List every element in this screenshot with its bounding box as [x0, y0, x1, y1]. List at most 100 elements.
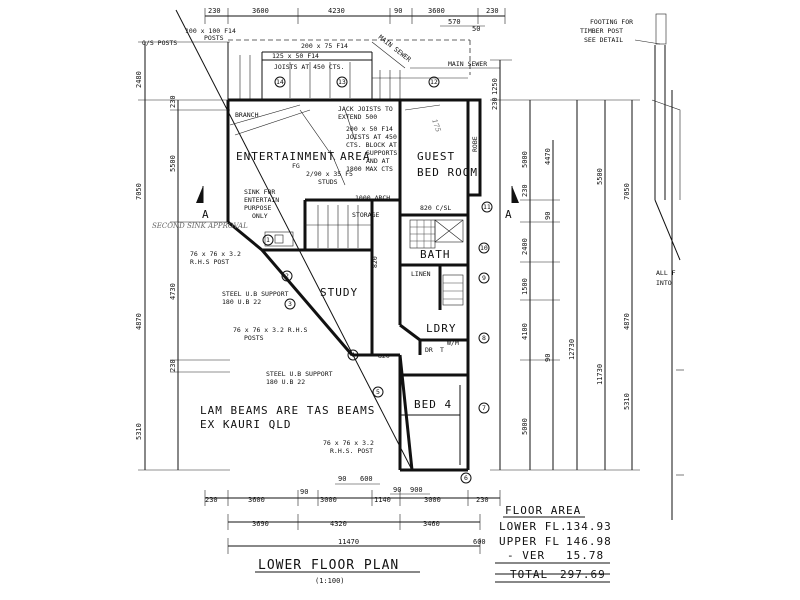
- bath-tiles: [409, 219, 464, 306]
- title-block: LOWER FLOOR PLAN (1:100): [255, 558, 420, 585]
- right-dim-4470: 4470: [544, 148, 552, 165]
- note-steel-2b: 180 U.B 22: [266, 378, 305, 386]
- note-block-6: 1800 MAX CTS: [346, 165, 393, 173]
- section-a-left: A: [202, 208, 210, 221]
- note-kauri: EX KAURI QLD: [200, 418, 291, 431]
- right-dim-230a: 230: [491, 97, 499, 110]
- note-door-820b: 820: [378, 352, 390, 360]
- right-dim-5310: 5310: [623, 393, 631, 410]
- note-block-3: CTS. BLOCK AT: [346, 141, 397, 149]
- floor-area-table: FLOOR AREA LOWER FL. 134.93 UPPER FL 146…: [495, 504, 612, 583]
- top-dim-1: 230: [208, 7, 221, 15]
- bottom-dim-230a: 230: [205, 496, 218, 504]
- floor-area-ver-value: 15.78: [566, 549, 604, 562]
- post-1: 1: [266, 236, 270, 244]
- floor-area-lower-value: 134.93: [566, 520, 612, 533]
- note-into: INTO: [656, 279, 672, 287]
- note-block-2: JOISTS AT 450: [346, 133, 397, 141]
- room-ldry: LDRY: [426, 322, 457, 335]
- post-13: 13: [338, 78, 346, 86]
- note-all-f: ALL F: [656, 269, 676, 277]
- note-steel-2a: STEEL U.B SUPPORT: [266, 370, 333, 378]
- deck-structure: 200 x 75 F14 125 x 50 F14 JOISTS AT 450 …: [142, 27, 500, 100]
- room-linen: LINEN: [411, 270, 431, 278]
- note-joist-125x50: 125 x 50 F14: [272, 52, 319, 60]
- bottom-small-600: 600: [360, 475, 373, 483]
- top-dim-5: 3600: [428, 7, 445, 15]
- note-footing-2: TIMBER POST: [580, 27, 623, 35]
- note-door-820: 820: [371, 256, 379, 268]
- left-dim-5500: 5500: [169, 155, 177, 172]
- note-block-5: AND AT: [366, 157, 390, 165]
- top-dim-4: 90: [394, 7, 402, 15]
- right-dim-1250: 1250: [491, 78, 499, 95]
- bottom-dim-3600: 3600: [248, 496, 265, 504]
- room-robe: ROBE: [471, 136, 479, 152]
- room-guest: GUEST: [417, 150, 455, 163]
- right-dim-4870: 4870: [623, 313, 631, 330]
- post-10: 10: [480, 244, 488, 252]
- post-14: 14: [276, 78, 284, 86]
- side-dim-600: 600: [473, 538, 486, 546]
- bottom-dim-230b: 230: [476, 496, 489, 504]
- top-dimension-chain: 230 3600 4230 90 3600 230 570 50: [204, 7, 506, 33]
- right-dim-90b: 90: [544, 354, 552, 362]
- note-steel-1a: STEEL U.B SUPPORT: [222, 290, 289, 298]
- right-dim-1500: 1500: [521, 278, 529, 295]
- right-dim-2400: 2400: [521, 238, 529, 255]
- floor-area-upper-value: 146.98: [566, 535, 612, 548]
- floor-area-lower-label: LOWER FL.: [499, 520, 568, 533]
- stairs: [305, 205, 372, 248]
- top-dim-50: 50: [472, 25, 480, 33]
- right-dim-11730: 11730: [596, 364, 604, 385]
- note-footing-1: FOOTING FOR: [590, 18, 633, 26]
- note-sink-1: SINK FOR: [244, 188, 275, 196]
- post-3: 3: [288, 300, 292, 308]
- left-dim-2480: 2480: [135, 71, 143, 88]
- bottom-dim-4320: 4320: [330, 520, 347, 528]
- left-dim-230b: 230: [169, 359, 177, 372]
- note-door-820-sl: 820 C/SL: [420, 204, 451, 212]
- note-sink-3: PURPOSE: [244, 204, 271, 212]
- bottom-dim-3690: 3690: [252, 520, 269, 528]
- left-dim-5310: 5310: [135, 423, 143, 440]
- footing-note: FOOTING FOR TIMBER POST SEE DETAIL ALL F…: [580, 13, 681, 287]
- bottom-dimension-chain: 230 3600 90 3000 1140 3000 230 90 600 90…: [204, 475, 501, 554]
- right-dim-230b: 230: [521, 184, 529, 197]
- note-joists-450: JOISTS AT 450 CTS.: [274, 63, 344, 71]
- post-2: 2: [285, 272, 289, 280]
- bottom-dim-1140: 1140: [374, 496, 391, 504]
- handwritten-175: 175: [430, 118, 442, 134]
- note-block-1: 200 x 50 F14: [346, 125, 393, 133]
- bottom-dim-3460: 3460: [423, 520, 440, 528]
- note-rhs-3a: 76 x 76 x 3.2: [323, 439, 374, 447]
- post-4: 4: [351, 351, 355, 359]
- top-dim-2: 3600: [252, 7, 269, 15]
- sink-unit: [264, 231, 294, 247]
- floor-joist-lines: [229, 104, 441, 186]
- note-sink-4: ONLY: [252, 212, 268, 220]
- plan-title: LOWER FLOOR PLAN: [258, 558, 399, 573]
- post-6: 6: [464, 474, 468, 482]
- note-os-posts: O/S POSTS: [142, 39, 177, 47]
- left-dim-4870: 4870: [135, 313, 143, 330]
- note-block-4: SUPPORTS: [366, 149, 397, 157]
- note-studs-1: 2/90 x 35 F5: [306, 170, 353, 178]
- post-5: 5: [376, 388, 380, 396]
- bottom-small-90b: 90: [393, 486, 401, 494]
- right-dim-90a: 90: [544, 212, 552, 220]
- floor-area-heading: FLOOR AREA: [505, 504, 581, 517]
- right-dimension-chain: 1250 230 5000 4470 230 90 2400 1500 4100…: [490, 59, 640, 471]
- room-bath: BATH: [420, 248, 451, 261]
- right-dim-4100: 4100: [521, 323, 529, 340]
- note-fg: FG: [292, 162, 300, 170]
- sink-bowl: [274, 234, 284, 244]
- post-7: 7: [482, 404, 486, 412]
- note-jack-2: EXTEND 500: [338, 113, 377, 121]
- note-posts-100x100: 100 x 100 F14: [185, 27, 236, 35]
- note-arch: 1000 ARCH: [355, 194, 390, 202]
- post-9: 9: [482, 274, 486, 282]
- post-8: 8: [482, 334, 486, 342]
- post-11: 11: [483, 203, 491, 211]
